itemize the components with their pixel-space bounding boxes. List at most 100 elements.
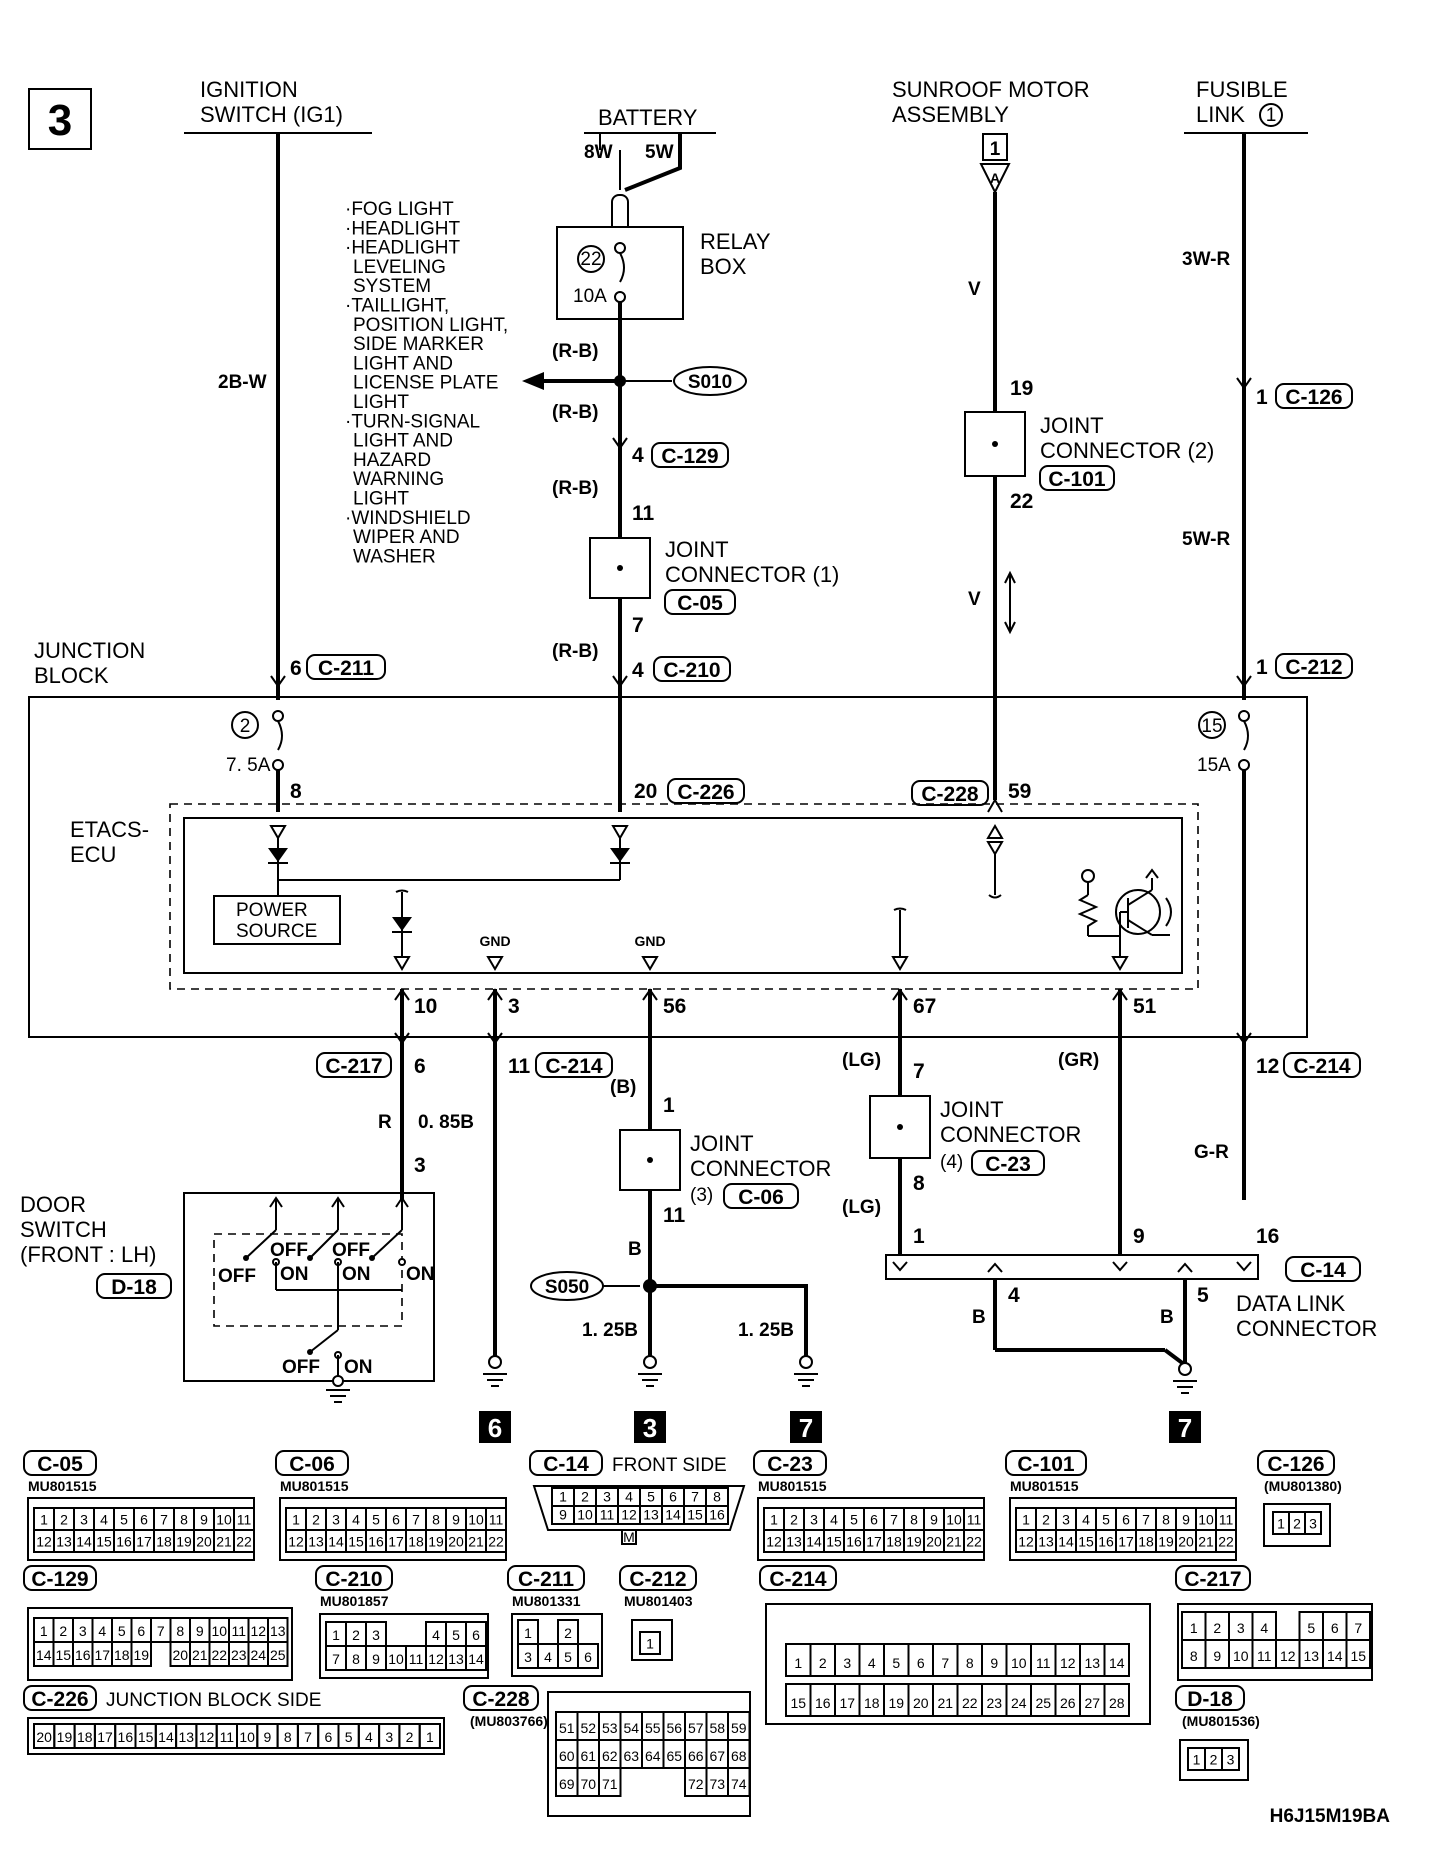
c05-pin: 21 (216, 1534, 232, 1550)
c129-pin: 19 (133, 1647, 149, 1663)
c126-pin: 3 (1309, 1516, 1317, 1532)
c23-pin: 8 (910, 1512, 918, 1528)
c101-pin: 20 (1178, 1534, 1194, 1550)
bias-node (1081, 869, 1095, 883)
ref-d18 (96, 1273, 172, 1299)
c05-pin: 9 (200, 1512, 208, 1528)
c101-pin: 21 (1198, 1534, 1214, 1550)
loads-list-line: ·TURN-SIGNAL (345, 411, 480, 432)
battery-5w-wire (624, 133, 682, 192)
legend-tag-box (529, 1450, 603, 1476)
c226-pin: 15 (138, 1729, 154, 1745)
c05-pin: 14 (76, 1534, 92, 1550)
pin-22-jc2: 22 (1010, 490, 1033, 513)
diode-2-icon (610, 848, 630, 862)
transistor-icon (1115, 889, 1161, 935)
c129-pin: 16 (75, 1647, 91, 1663)
pin-mark-3 (487, 988, 503, 1001)
fuse-22-bottom (614, 291, 626, 303)
c05-pin: 19 (176, 1534, 192, 1550)
legend-tag: C-217 (1184, 1568, 1241, 1591)
legend-tag: C-23 (767, 1453, 813, 1476)
c217-pin: 10 (1233, 1648, 1249, 1664)
c129-pin: 5 (118, 1623, 126, 1639)
c06-pin: 11 (489, 1512, 504, 1528)
c217-pin: 12 (1280, 1648, 1296, 1664)
ground-hash-icon (1145, 868, 1159, 879)
c05-pin: 18 (156, 1534, 172, 1550)
c129-pin: 11 (231, 1623, 246, 1639)
c101-pin: 12 (1018, 1534, 1034, 1550)
c211-pin: 5 (564, 1649, 572, 1665)
c14-pin: 15 (687, 1507, 703, 1523)
fuse-22-circle (577, 245, 605, 273)
pin-mark-c210 (612, 675, 628, 688)
door-off-3: OFF (332, 1240, 370, 1261)
c06-pin: 1 (292, 1512, 300, 1528)
c06-pin: 4 (352, 1512, 360, 1528)
c214b-pin: 27 (1084, 1695, 1100, 1711)
figure-code: H6J15M19BA (1270, 1806, 1391, 1827)
wire-label-v-2: V (968, 589, 981, 610)
c23-pin: 16 (846, 1534, 862, 1550)
c226-cell (418, 1723, 442, 1749)
legend-tag-box (1175, 1565, 1251, 1591)
c101-pin: 19 (1158, 1534, 1174, 1550)
c212-pin: 1 (646, 1636, 654, 1652)
jc3-label-1: JOINT (690, 1131, 754, 1156)
legend-caption: (MU801380) (1264, 1478, 1342, 1494)
fuse-22-icon (619, 252, 625, 283)
loads-list-line: LIGHT AND (353, 431, 453, 452)
loads-list-line: WASHER (353, 546, 436, 567)
c226-pin: 10 (239, 1729, 255, 1745)
c101-pin: 2 (1042, 1512, 1050, 1528)
c212-cell (639, 1631, 661, 1655)
c210-pin: 6 (472, 1627, 480, 1643)
c214-pin: 9 (990, 1655, 998, 1671)
power-source-label-1: POWER (236, 900, 308, 921)
ground-ref-7b: 7 (1178, 1413, 1192, 1443)
pin-8-jc4: 8 (913, 1172, 925, 1195)
c210-pin: 13 (448, 1651, 464, 1667)
etacs-mark-59 (988, 894, 1002, 899)
sunroof-arrow-icon (979, 163, 1011, 195)
legend-tag: C-211 (518, 1568, 574, 1591)
splice-s010-label: S010 (688, 372, 732, 393)
c06-pin: 13 (308, 1534, 324, 1550)
jc4-node (897, 1124, 903, 1130)
sunroof-tag: 1 (990, 139, 1001, 160)
fuse-15-num: 15 (1201, 716, 1222, 737)
data-link-label-1: DATA LINK (1236, 1291, 1346, 1316)
c129-pin: 7 (157, 1623, 165, 1639)
fusible-num-circle (1259, 103, 1283, 127)
loads-list-line: LIGHT (353, 392, 409, 413)
c228-pin: 55 (645, 1720, 661, 1736)
c217-pin: 2 (1213, 1620, 1221, 1636)
c06-pin: 12 (288, 1534, 304, 1550)
c228-pin: 67 (709, 1748, 725, 1764)
ref-c129 (651, 442, 729, 468)
c214-pin: 4 (868, 1655, 876, 1671)
fuse-22-top (614, 242, 626, 254)
etacs-out-10 (393, 956, 411, 971)
bidirectional-arrowheads (1004, 570, 1016, 635)
c217-pin: 5 (1307, 1620, 1315, 1636)
c226-pin: 12 (199, 1729, 215, 1745)
c14-pin: 1 (559, 1489, 567, 1505)
pin-4-c129: 4 (632, 444, 644, 467)
dl-pin-9 (1112, 1261, 1128, 1272)
loads-list-line: LEVELING (353, 257, 446, 278)
c05-pin: 20 (196, 1534, 212, 1550)
c06-pin: 8 (432, 1512, 440, 1528)
wire-label-rb-4: (R-B) (552, 641, 598, 662)
c210-pin: 11 (409, 1651, 424, 1667)
dl-pin-1 (892, 1261, 908, 1272)
power-source-box (213, 895, 341, 945)
legend-frame (631, 1619, 673, 1661)
c05-pin: 3 (80, 1512, 88, 1528)
c101-pin: 7 (1142, 1512, 1150, 1528)
battery-5w: 5W (645, 142, 674, 163)
pin-mark-c217 (394, 1032, 410, 1045)
legend-frame (511, 1613, 603, 1677)
fusible-label-2: LINK (1196, 102, 1245, 127)
